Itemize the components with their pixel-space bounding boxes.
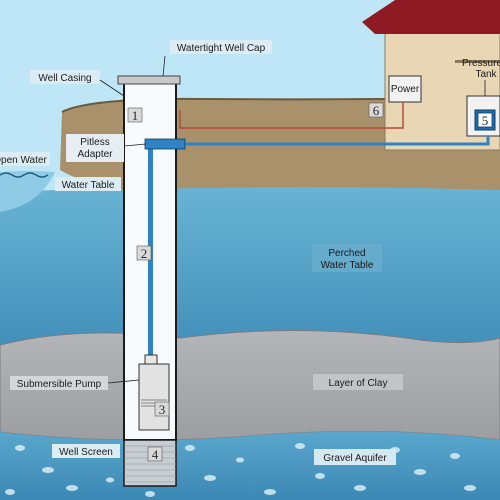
well-cap-leader — [162, 55, 166, 77]
water-table-label-bg — [55, 177, 121, 191]
marker-5-box — [477, 112, 493, 128]
well-casing-label-bg — [30, 70, 100, 84]
house-ledge — [455, 60, 500, 63]
open-water-pond — [0, 171, 55, 212]
perched-label-1: Perched — [328, 248, 365, 259]
open-water-label: Open Water — [0, 155, 47, 166]
submersible-pump — [138, 363, 170, 431]
pitless-label-bg — [66, 134, 124, 162]
well-cap-label: Watertight Well Cap — [177, 43, 266, 54]
pitless-leader — [123, 143, 147, 147]
marker-4-box — [147, 446, 163, 462]
well-cap-label-bg — [170, 40, 272, 54]
clay-label-bg — [313, 374, 403, 390]
well-screen-mesh — [124, 445, 176, 483]
gravel-label: Gravel Aquifer — [323, 453, 387, 464]
well-screen-label-bg — [52, 444, 120, 458]
gravel-label-bg — [314, 449, 396, 465]
pump-label-bg — [10, 376, 108, 390]
perched-label-bg — [312, 244, 382, 272]
power-box — [388, 75, 422, 103]
pump-leader — [107, 379, 140, 384]
marker-2: 2 — [141, 246, 148, 261]
well-screen — [123, 439, 177, 487]
marker-4: 4 — [152, 447, 159, 462]
pressure-tank-label-1: Pressure — [462, 58, 500, 69]
well-cap — [117, 75, 181, 85]
pump-label: Submersible Pump — [17, 379, 102, 390]
open-water-label-bg — [0, 152, 50, 166]
power-wire — [179, 102, 404, 129]
pitless-label-1: Pitless — [80, 137, 109, 148]
power-label: Power — [391, 84, 420, 95]
marker-5: 5 — [482, 113, 489, 128]
house-roof — [362, 0, 500, 34]
marker-6-box — [368, 102, 384, 118]
pitless-adapter — [144, 138, 186, 150]
pitless-label-2: Adapter — [77, 149, 113, 160]
pressure-tank-label-2: Tank — [475, 69, 497, 80]
well-screen-label: Well Screen — [59, 447, 113, 458]
clay-label: Layer of Clay — [329, 378, 388, 389]
marker-2-box — [136, 245, 152, 261]
wave-marks — [0, 172, 49, 178]
well-casing-leader — [99, 79, 125, 97]
marker-1-box — [127, 107, 143, 123]
marker-3: 3 — [159, 402, 166, 417]
perched-label-2: Water Table — [321, 260, 374, 271]
well-casing-label: Well Casing — [38, 73, 91, 84]
marker-1: 1 — [132, 108, 139, 123]
water-table-label: Water Table — [62, 180, 115, 191]
marker-6: 6 — [373, 103, 380, 118]
marker-3-box — [154, 401, 170, 417]
water-line-to-house — [185, 136, 490, 146]
